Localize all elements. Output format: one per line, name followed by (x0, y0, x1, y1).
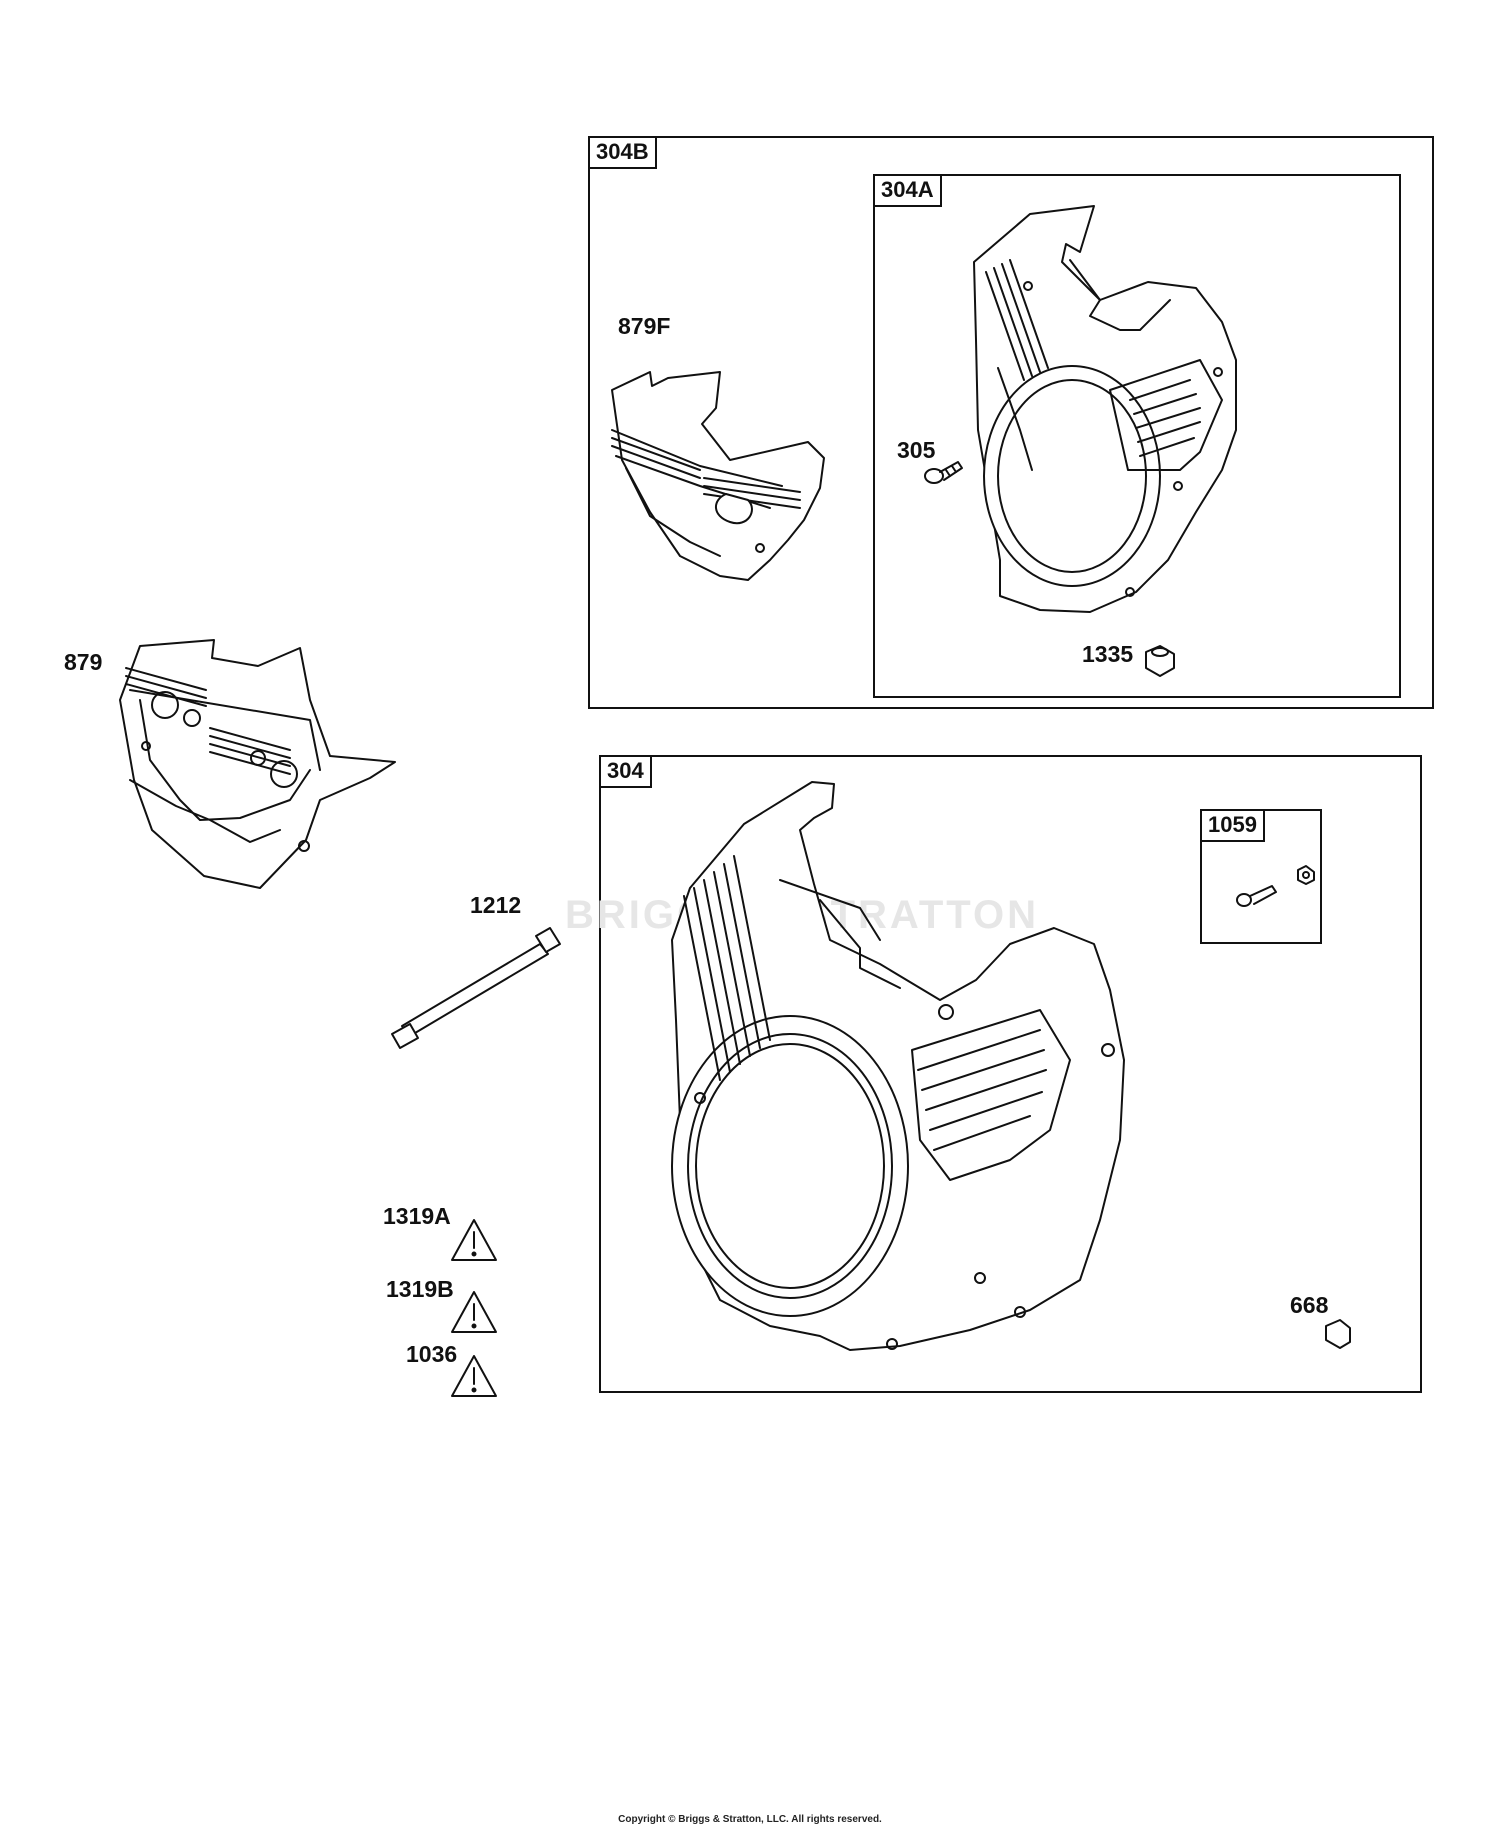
cover-879F-drawing (611, 371, 825, 581)
warning-triangle-1319A-drawing (451, 1219, 497, 1261)
part-label-305: 305 (897, 437, 936, 463)
part-label-668: 668 (1290, 1292, 1329, 1318)
group-frame-304 (599, 755, 1422, 1393)
part-label-879: 879 (64, 649, 103, 675)
screw-nut-1059-drawing (1236, 865, 1315, 907)
blower-housing-304-drawing (671, 781, 1125, 1351)
group-frame-304A (873, 174, 1401, 698)
group-tag-304: 304 (599, 755, 652, 788)
cover-879-drawing (119, 639, 396, 889)
nut-1335-drawing (1145, 645, 1175, 677)
blower-housing-304A-drawing (973, 205, 1237, 613)
rod-1212-drawing (391, 927, 561, 1049)
screw-305-drawing (924, 461, 963, 484)
group-frame-304B (588, 136, 1434, 709)
group-tag-304B: 304B (588, 136, 657, 169)
part-label-879F: 879F (618, 313, 671, 339)
part-label-1335: 1335 (1082, 641, 1134, 667)
warning-triangle-1319B-drawing (451, 1291, 497, 1333)
nut-668-drawing (1325, 1319, 1351, 1349)
part-label-1212: 1212 (470, 892, 522, 918)
part-label-1319A: 1319A (383, 1203, 451, 1229)
group-tag-304A: 304A (873, 174, 942, 207)
group-tag-1059: 1059 (1200, 809, 1265, 842)
warning-triangle-1036-drawing (451, 1355, 497, 1397)
copyright-footer: Copyright © Briggs & Stratton, LLC. All … (618, 1814, 882, 1825)
part-label-1319B: 1319B (386, 1276, 454, 1302)
part-label-1036: 1036 (406, 1341, 458, 1367)
